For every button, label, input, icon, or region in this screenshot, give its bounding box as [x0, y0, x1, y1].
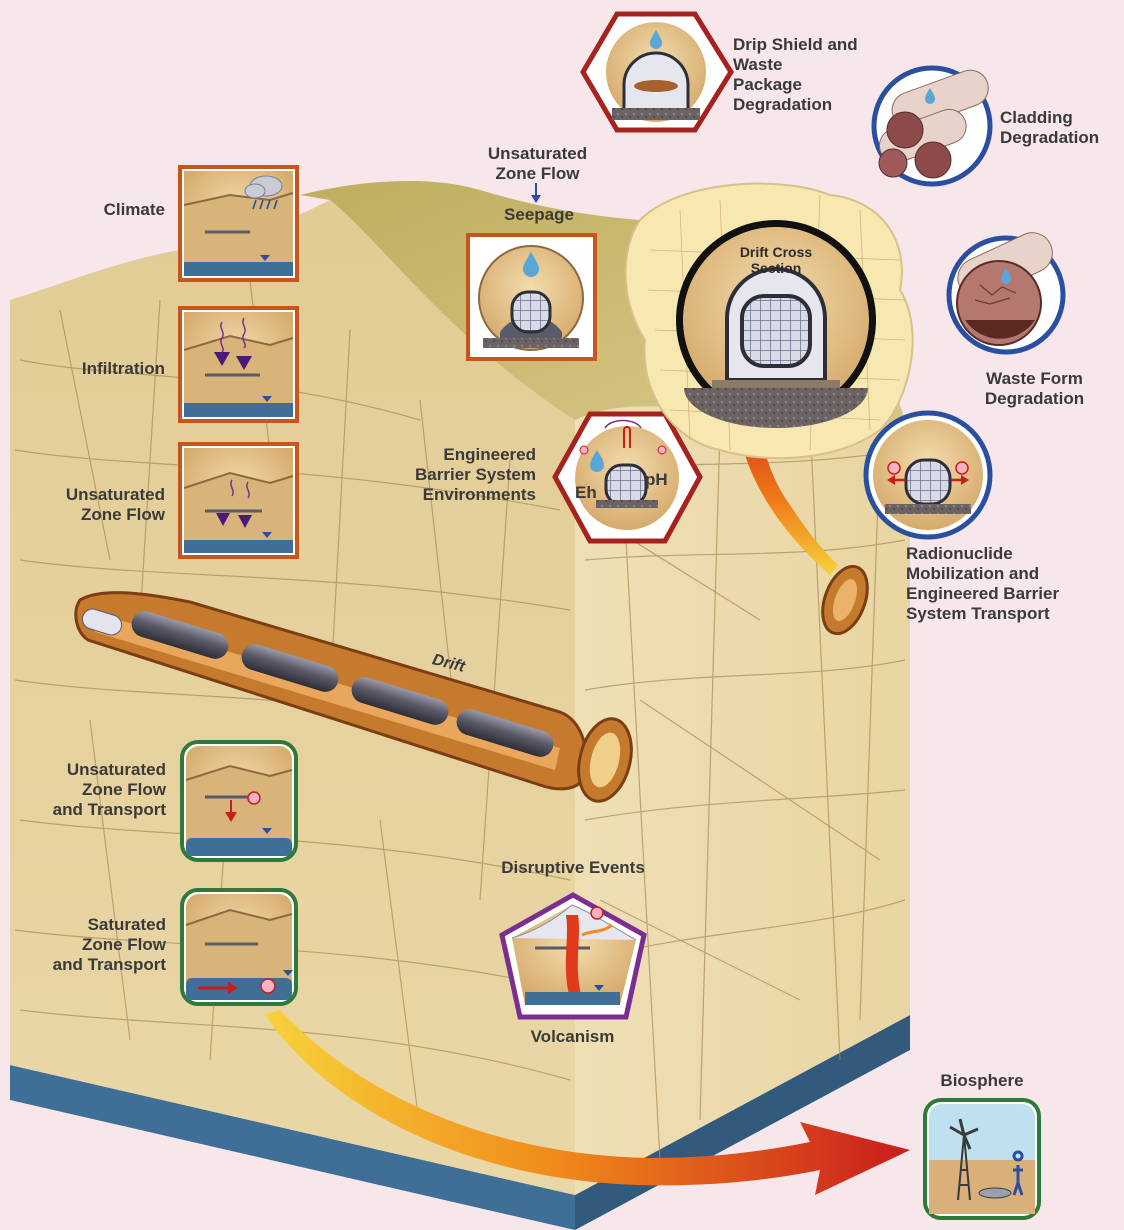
- label-infiltration: Infiltration: [40, 359, 165, 379]
- label-climate: Climate: [60, 200, 165, 220]
- label-drip-shield: Drip Shield and Waste Package Degradatio…: [733, 35, 903, 115]
- panel-drift-cross-section: [626, 184, 913, 459]
- panel-uz-flow: [180, 444, 297, 557]
- panel-climate: [180, 167, 297, 280]
- label-drift-cross-section: Drift Cross Section: [720, 244, 832, 276]
- label-ebs-environments: Engineered Barrier System Environments: [380, 445, 536, 505]
- label-ebs-ph: pH: [645, 470, 668, 490]
- label-volcanism: Volcanism: [510, 1027, 635, 1047]
- label-cladding: Cladding Degradation: [1000, 108, 1124, 148]
- panel-biosphere: [925, 1100, 1039, 1218]
- label-ebs-eh: Eh: [575, 483, 597, 503]
- panel-sz-flow-transport: [182, 890, 296, 1004]
- panel-waste-form: [949, 226, 1063, 352]
- label-sz-flow-transport: Saturated Zone Flow and Transport: [20, 915, 166, 975]
- label-seepage: Seepage: [480, 205, 598, 225]
- label-uz-flow-transport: Unsaturated Zone Flow and Transport: [20, 760, 166, 820]
- label-uz-flow-top: Unsaturated Zone Flow: [465, 144, 610, 184]
- label-radionuclide: Radionuclide Mobilization and Engineered…: [906, 544, 1116, 624]
- panel-radionuclide: [866, 413, 990, 537]
- label-biosphere: Biosphere: [925, 1071, 1039, 1091]
- radionuclide-icon: [248, 792, 260, 804]
- label-disruptive-events: Disruptive Events: [478, 858, 668, 878]
- radionuclide-icon: [261, 979, 275, 993]
- panel-infiltration: [180, 308, 297, 421]
- panel-uz-flow-transport: [182, 742, 296, 860]
- panel-drip-shield: [583, 14, 731, 130]
- label-uz-flow: Unsaturated Zone Flow: [30, 485, 165, 525]
- panel-ebs-environments: [555, 414, 700, 541]
- label-waste-form: Waste Form Degradation: [962, 369, 1107, 409]
